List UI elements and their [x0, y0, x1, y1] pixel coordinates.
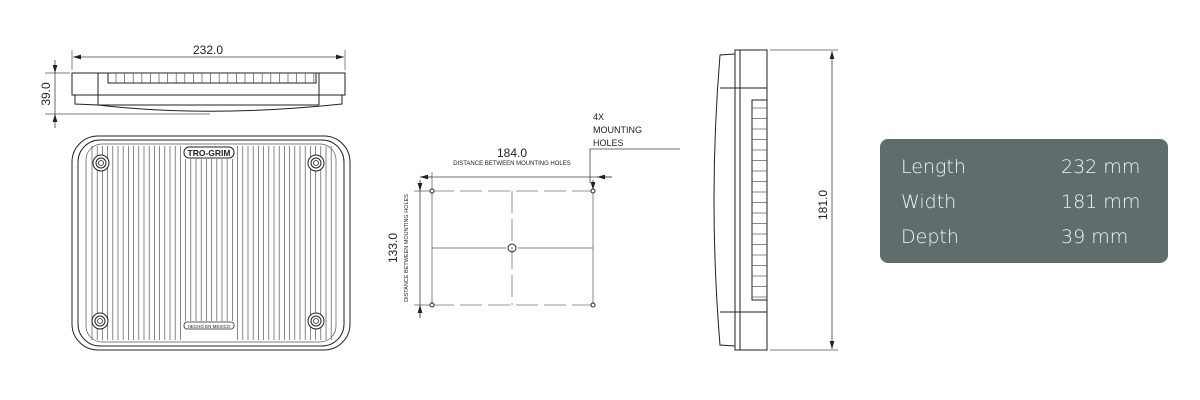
spec-value: 181 mm — [1061, 191, 1141, 213]
spec-label: Length — [901, 156, 966, 178]
origin-text: HECHO EN MEXICO — [188, 324, 231, 329]
spec-row-length: Length 232 mm — [901, 149, 1148, 185]
screw-icon — [307, 154, 325, 172]
center-mark — [507, 243, 517, 253]
spec-value: 39 mm — [1061, 226, 1129, 248]
width-dimension-label: 232.0 — [193, 43, 223, 57]
top-view: 232.0 39.0 — [39, 43, 346, 128]
horizontal-dimension-label: 184.0 — [497, 146, 527, 160]
mounting-hole — [429, 302, 435, 308]
horizontal-dimension-caption: DISTANCE BETWEEN MOUNTING HOLES — [453, 161, 571, 167]
spec-label: Width — [901, 191, 957, 213]
callout-line-3: HOLES — [593, 138, 624, 148]
height-dimension-label: 181.0 — [816, 190, 830, 220]
spec-label: Depth — [901, 226, 959, 248]
spec-row-width: Width 181 mm — [901, 184, 1148, 220]
front-view: TRO-GRIM HECHO EN MEXICO — [71, 135, 351, 351]
side-view: 181.0 — [713, 49, 838, 351]
spec-row-depth: Depth 39 mm — [901, 219, 1148, 255]
spec-value: 232 mm — [1061, 156, 1141, 178]
fins-top — [107, 72, 317, 84]
specs-panel: Length 232 mm Width 181 mm Depth 39 mm — [880, 139, 1168, 263]
mounting-hole — [429, 188, 435, 194]
mounting-hole — [590, 188, 596, 194]
vertical-dimension-caption: DISTANCE BETWEEN MOUNTING HOLES — [404, 194, 410, 302]
logo-text: TRO-GRIM — [188, 148, 231, 158]
vertical-dimension-label: 133.0 — [386, 233, 400, 263]
screw-icon — [92, 154, 110, 172]
depth-dimension-label: 39.0 — [39, 82, 53, 106]
screw-icon — [307, 312, 325, 330]
callout-leader — [589, 148, 680, 183]
callout-line-2: MOUNTING — [593, 125, 642, 135]
screw-icon — [91, 312, 109, 330]
callout-line-1: 4X — [593, 112, 604, 122]
mounting-pattern: 184.0 DISTANCE BETWEEN MOUNTING HOLES 4X… — [386, 112, 680, 318]
mounting-hole — [590, 302, 596, 308]
